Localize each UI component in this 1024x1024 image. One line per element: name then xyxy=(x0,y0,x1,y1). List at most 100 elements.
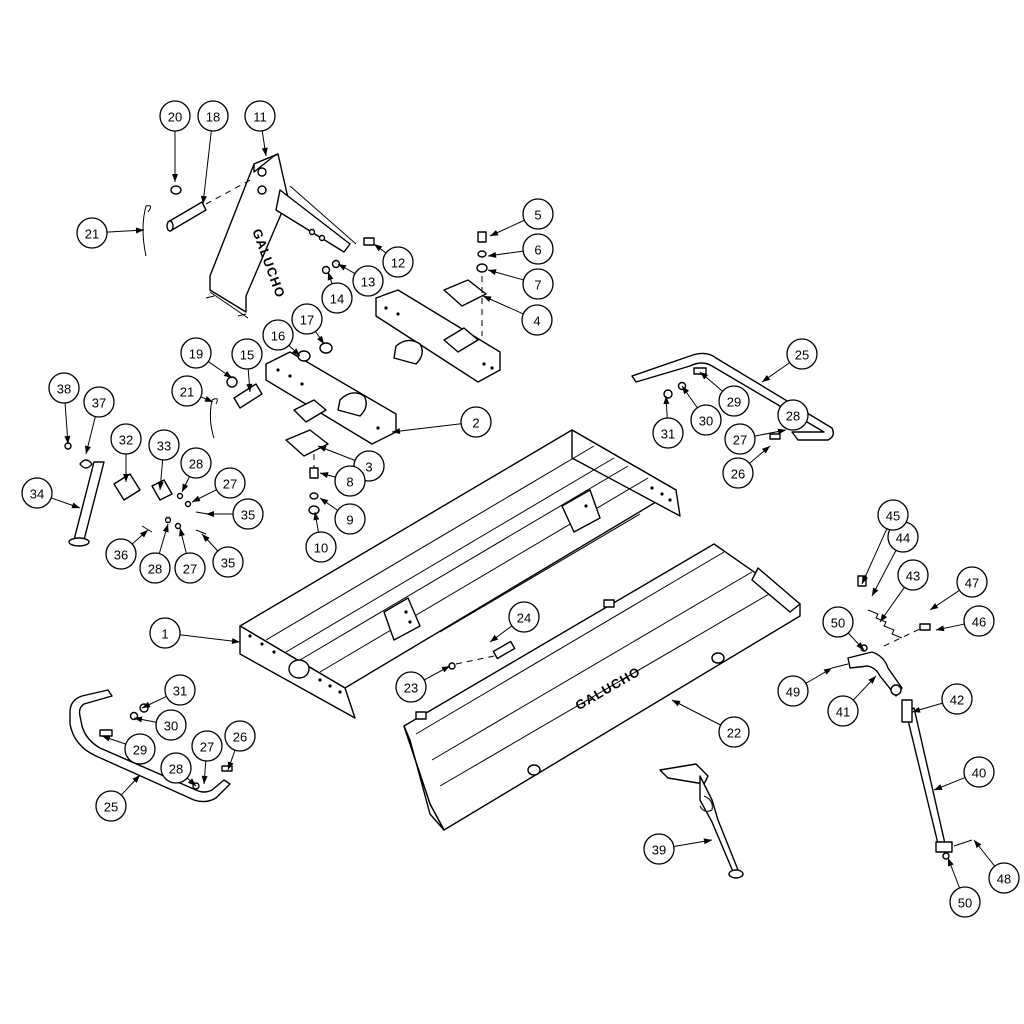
callout-2: 2 xyxy=(391,406,492,438)
callout-31: 31 xyxy=(141,674,196,709)
leader-arrowhead xyxy=(227,761,234,770)
callout-46: 46 xyxy=(935,605,995,637)
leader-arrowhead xyxy=(206,511,214,517)
callout-number: 49 xyxy=(786,685,800,700)
callout-number: 27 xyxy=(733,433,747,448)
adjust-lever-assembly xyxy=(831,575,973,860)
callout-number: 15 xyxy=(240,348,254,363)
leader-arrowhead xyxy=(392,428,401,435)
callout-4: 4 xyxy=(482,295,553,336)
leader-arrowhead xyxy=(142,701,151,708)
callout-circle xyxy=(652,417,684,449)
leader-line xyxy=(671,699,721,726)
callout-circle xyxy=(148,429,180,461)
callout-number: 7 xyxy=(534,278,541,293)
callout-28: 28 xyxy=(180,447,212,493)
callout-circle xyxy=(521,304,553,336)
leader-arrowhead xyxy=(777,428,786,435)
callout-circle xyxy=(197,100,229,132)
callout-number: 20 xyxy=(168,110,182,125)
leader-arrowhead xyxy=(936,625,945,632)
leader-arrowhead xyxy=(490,634,499,642)
callout-circle xyxy=(334,503,366,535)
callout-circle xyxy=(232,498,264,530)
callout-number: 50 xyxy=(831,616,845,631)
callout-circle xyxy=(164,674,196,706)
callout-number: 10 xyxy=(314,541,328,556)
parking-stand xyxy=(64,442,209,547)
callout-circle xyxy=(212,546,244,578)
leader-arrowhead xyxy=(172,174,178,182)
leader-arrowhead xyxy=(202,534,210,542)
callout-circle xyxy=(822,606,854,638)
callout-43: 43 xyxy=(879,559,929,623)
callout-number: 25 xyxy=(104,800,118,815)
callout-28: 28 xyxy=(139,523,171,584)
callout-21: 21 xyxy=(76,217,145,249)
leader-arrowhead xyxy=(862,575,869,584)
callout-circle xyxy=(305,531,337,563)
callout-number: 8 xyxy=(346,475,353,490)
leader-arrowhead xyxy=(71,502,80,509)
leader-arrowhead xyxy=(162,524,169,533)
leader-arrowhead xyxy=(912,706,921,713)
callout-25: 25 xyxy=(95,774,141,822)
callout-circle xyxy=(159,100,191,132)
callout-circle xyxy=(191,730,223,762)
callout-48: 48 xyxy=(973,839,1020,894)
leader-arrowhead xyxy=(672,700,681,707)
leader-arrowhead xyxy=(135,227,144,234)
callout-number: 11 xyxy=(253,110,267,125)
leader-arrowhead xyxy=(868,676,876,684)
leader-arrowhead xyxy=(192,495,201,502)
callout-circle xyxy=(963,605,995,637)
leader-arrowhead xyxy=(317,335,324,344)
leader-arrowhead xyxy=(123,474,129,482)
callout-circle xyxy=(382,246,414,278)
leader-arrowhead xyxy=(761,446,770,454)
callout-number: 18 xyxy=(206,110,220,125)
callout-35: 35 xyxy=(206,498,264,530)
callout-circle xyxy=(231,338,263,370)
leader-arrowhead xyxy=(313,512,320,521)
callout-number: 17 xyxy=(300,313,314,328)
callout-number: 50 xyxy=(958,896,972,911)
callout-number: 16 xyxy=(271,329,285,344)
callout-circle xyxy=(460,406,492,438)
hood-pin xyxy=(448,640,516,670)
callout-number: 36 xyxy=(114,548,128,563)
callout-number: 23 xyxy=(404,681,418,696)
callout-circle xyxy=(262,319,294,351)
callout-20: 20 xyxy=(159,100,191,182)
callout-circle xyxy=(877,499,909,531)
callout-circle xyxy=(395,671,427,703)
callout-number: 21 xyxy=(180,385,194,400)
callout-circle xyxy=(214,467,246,499)
callout-16: 16 xyxy=(262,319,301,357)
callout-5: 5 xyxy=(489,198,554,237)
callout-36: 36 xyxy=(105,529,149,570)
callout-11: 11 xyxy=(244,100,276,157)
leader-arrowhead xyxy=(261,147,268,156)
callout-number: 44 xyxy=(896,531,910,546)
callout-number: 2 xyxy=(472,416,479,431)
callout-circle xyxy=(180,447,212,479)
callout-number: 13 xyxy=(361,275,375,290)
callout-29: 29 xyxy=(101,733,156,765)
callout-circle xyxy=(941,683,973,715)
callout-circle xyxy=(76,217,108,249)
callout-circle xyxy=(180,337,212,369)
callout-9: 9 xyxy=(319,497,366,535)
callout-number: 34 xyxy=(30,487,44,502)
callout-circle xyxy=(105,538,137,570)
callout-number: 6 xyxy=(534,243,541,258)
callout-number: 47 xyxy=(965,576,979,591)
callout-31: 31 xyxy=(652,395,684,449)
callout-circle xyxy=(224,720,256,752)
callout-circle xyxy=(508,601,540,633)
leader-line xyxy=(861,528,888,585)
leader-arrowhead xyxy=(179,528,185,537)
leader-arrowhead xyxy=(320,498,329,506)
callout-number: 27 xyxy=(200,740,214,755)
